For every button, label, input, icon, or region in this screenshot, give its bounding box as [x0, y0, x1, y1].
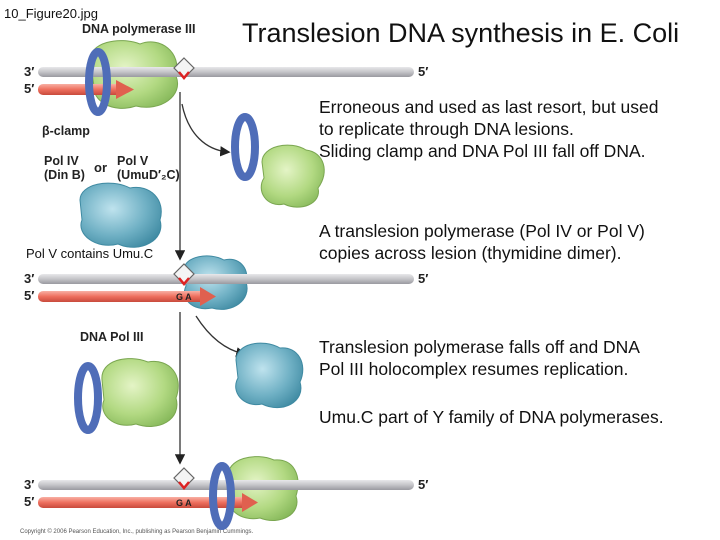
curve-arrow-off-2 — [195, 315, 247, 358]
primer-arrowhead-1 — [116, 80, 134, 99]
copyright-text: Copyright © 2006 Pearson Education, Inc.… — [20, 529, 254, 535]
translesion-pol-teal-1 — [79, 182, 162, 248]
label-dna-pol-iii: DNA Pol III — [80, 330, 144, 344]
primer-strand-2 — [38, 291, 206, 302]
label-3prime-1: 3′ — [24, 64, 35, 79]
released-pol3-green — [260, 144, 325, 208]
label-din-b: (Din B) — [44, 168, 85, 182]
label-or: or — [94, 160, 107, 175]
ga-label-2: G A — [176, 292, 192, 302]
template-strand-3 — [38, 480, 414, 490]
label-pol-v: Pol V — [117, 154, 149, 168]
panel-3: G A — [38, 456, 414, 530]
label-3prime-3: 3′ — [24, 477, 35, 492]
label-beta-clamp: β-clamp — [42, 124, 90, 138]
template-strand-2 — [38, 274, 414, 284]
panel-2: G A — [38, 255, 414, 465]
file-label: 10_Figure20.jpg — [4, 6, 98, 21]
label-pol-iv: Pol IV — [44, 154, 79, 168]
lesion-mark-3 — [178, 481, 190, 490]
explanation-text-2: A translesion polymerase (Pol IV or Pol … — [319, 221, 645, 263]
ga-label-3: G A — [176, 498, 192, 508]
primer-strand-1 — [38, 84, 126, 95]
curve-arrow-off-1 — [181, 103, 231, 157]
released-clamp-ring — [231, 113, 259, 181]
explanation-text-1: Erroneous and used as last resort, but u… — [319, 97, 659, 161]
primer-arrowhead-2 — [200, 287, 216, 306]
label-dna-polymerase-iii: DNA polymerase III — [82, 22, 196, 36]
beta-clamp-ring-1 — [85, 48, 111, 116]
label-5prime-2r: 5′ — [418, 271, 429, 286]
label-5prime-1: 5′ — [24, 81, 35, 96]
page-title: Translesion DNA synthesis in E. Coli — [242, 18, 680, 48]
label-3prime-2: 3′ — [24, 271, 35, 286]
template-strand-1 — [38, 67, 414, 77]
label-umud2c: (UmuD′₂C) — [117, 168, 180, 182]
lesion-mark-2 — [178, 277, 190, 286]
label-5prime-1r: 5′ — [418, 64, 429, 79]
explanation-text-3: Translesion polymerase falls off and DNA… — [319, 337, 640, 379]
label-5prime-3r: 5′ — [418, 477, 429, 492]
beta-clamp-ring-3 — [209, 462, 235, 530]
primer-arrowhead-3 — [242, 493, 258, 512]
returning-pol3-green — [101, 358, 179, 427]
label-5prime-2: 5′ — [24, 288, 35, 303]
panel-1 — [38, 40, 414, 261]
returning-clamp-ring — [74, 362, 102, 434]
released-translesion-pol — [235, 342, 304, 409]
explanation-text-4: Umu.C part of Y family of DNA polymerase… — [319, 407, 664, 427]
label-pol-v-umuc: Pol V contains Umu.C — [26, 246, 154, 261]
label-5prime-3: 5′ — [24, 494, 35, 509]
primer-strand-3 — [38, 497, 248, 508]
lesion-mark-1 — [178, 71, 190, 80]
